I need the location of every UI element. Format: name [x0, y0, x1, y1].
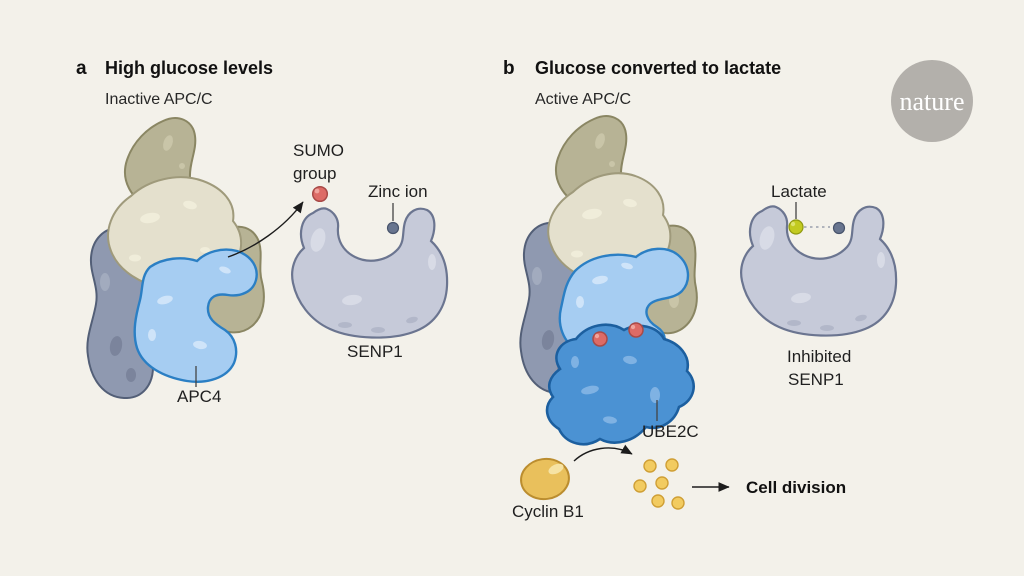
speckle: [571, 356, 579, 368]
speckle: [548, 463, 564, 475]
speckle: [630, 324, 636, 330]
speckle: [310, 228, 326, 252]
panel-a-title: High glucose levels: [105, 58, 273, 78]
speckle: [219, 266, 231, 274]
speckle: [791, 292, 811, 304]
speckle: [148, 329, 156, 341]
speckle: [157, 295, 173, 305]
ubiquitin-transfer-arrow: [573, 444, 633, 462]
speckle: [140, 212, 160, 224]
speckle: [623, 355, 637, 365]
cyclin-b1-blob: [520, 457, 570, 501]
panel-b-subtitle: Active APC/C: [535, 91, 631, 108]
speckle: [183, 200, 197, 210]
speckle: [582, 208, 602, 220]
ube2c-label: UBE2C: [642, 422, 699, 441]
speckle: [100, 273, 110, 291]
speckle: [314, 188, 320, 194]
speckle: [759, 226, 775, 250]
degraded-cyclin-dots: [633, 458, 685, 510]
speckle: [581, 385, 599, 395]
nature-logo-text: nature: [900, 87, 965, 116]
apc-complex-inactive: [86, 117, 265, 400]
panel-b-letter: b: [503, 58, 515, 79]
inhibited-senp1-label-line1: Inhibited: [787, 347, 851, 366]
senp1-active: Zinc ion SENP1: [291, 182, 449, 361]
sumo-group-label-line1: SUMO: [293, 141, 344, 160]
speckle: [592, 275, 608, 285]
speckle: [603, 416, 617, 424]
speckle: [594, 333, 600, 339]
speckle: [129, 254, 141, 262]
speckle: [650, 387, 660, 403]
speckle: [371, 327, 385, 333]
inhibited-senp1-label-line2: SENP1: [788, 370, 844, 389]
nature-logo-circle: [891, 60, 973, 142]
panel-a-letter: a: [76, 58, 87, 79]
speckle: [163, 135, 173, 151]
panel-b: b Glucose converted to lactate Active AP…: [503, 58, 898, 521]
speckle: [406, 316, 418, 324]
sumo-group-label-line2: group: [293, 164, 336, 183]
speckle: [338, 322, 352, 328]
golden-dot: [651, 494, 665, 508]
speckle: [820, 325, 834, 331]
speckle: [342, 294, 362, 306]
zinc-ion-dot: [386, 221, 400, 235]
golden-dot: [643, 459, 657, 473]
speckle: [571, 250, 583, 258]
speckle: [787, 320, 801, 326]
panel-a-subtitle: Inactive APC/C: [105, 91, 213, 108]
speckle: [623, 198, 637, 208]
speckle: [532, 267, 542, 285]
panel-b-title: Glucose converted to lactate: [535, 58, 781, 78]
sumo-group-dot: [628, 322, 644, 338]
speckle: [609, 161, 615, 167]
speckle: [200, 247, 210, 253]
sumo-group-dot: [592, 331, 608, 347]
golden-dot: [665, 458, 679, 472]
speckle: [126, 368, 136, 382]
golden-dot: [633, 479, 647, 493]
apc4-blob: [133, 248, 258, 383]
zinc-ion-dot: [832, 221, 846, 235]
golden-dot: [671, 496, 685, 510]
panel-a: a High glucose levels Inactive APC/C APC…: [76, 58, 449, 406]
speckle: [109, 336, 123, 356]
speckle: [790, 221, 796, 227]
cyclin-b1-label: Cyclin B1: [512, 502, 584, 521]
speckle: [576, 296, 584, 308]
senp1-blob: [291, 207, 449, 339]
speckle: [193, 340, 207, 350]
senp1-label: SENP1: [347, 342, 403, 361]
cell-division-label: Cell division: [746, 478, 846, 497]
apc-complex-active: [519, 115, 698, 446]
speckle: [541, 330, 555, 350]
apc4-label: APC4: [177, 387, 221, 406]
lactate-dot: [788, 219, 804, 235]
speckle: [428, 254, 436, 270]
speckle: [877, 252, 885, 268]
golden-dot: [655, 476, 669, 490]
sumo-transfer-arrow: [227, 201, 304, 258]
senp1-inhibited: Lactate Inhibited SENP1: [740, 182, 898, 389]
sumo-group-dot: [311, 185, 329, 203]
speckle: [179, 163, 185, 169]
zinc-ion-label: Zinc ion: [368, 182, 428, 201]
lactate-label: Lactate: [771, 182, 827, 201]
speckle: [621, 262, 633, 270]
senp1-blob: [740, 205, 898, 337]
nature-logo: nature: [891, 60, 973, 142]
speckle: [595, 133, 605, 149]
speckle: [855, 314, 867, 322]
